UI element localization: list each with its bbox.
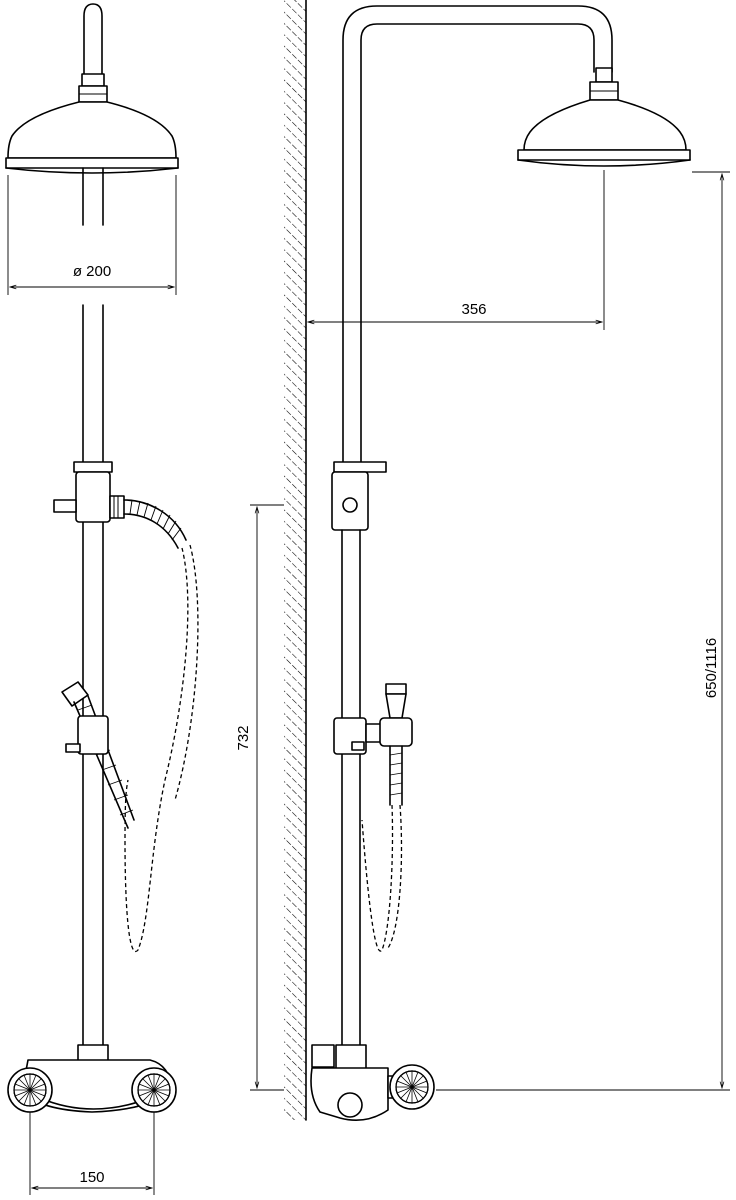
- wall-section: [284, 0, 307, 1121]
- side-hand-shower: [379, 683, 413, 806]
- side-riser-arch: [342, 5, 613, 463]
- side-knob: [389, 1064, 435, 1110]
- front-head-connector: [81, 73, 105, 87]
- dimension-head-diameter: ø 200: [73, 263, 111, 280]
- dimension-wall-spacing: 150: [79, 1169, 104, 1186]
- front-diverter-body: [75, 471, 111, 523]
- front-right-knob: [131, 1067, 177, 1113]
- front-shower-head: [7, 101, 177, 159]
- dimension-slide-rail: 732: [235, 725, 252, 750]
- dimension-height: 650/1116: [703, 638, 720, 698]
- front-left-knob: [7, 1067, 53, 1113]
- front-top-pipe: [83, 3, 103, 76]
- dimension-arm-reach: 356: [461, 301, 486, 318]
- side-shower-head: [523, 99, 687, 151]
- front-slide-holder: [77, 715, 109, 755]
- front-hand-shower: [61, 681, 135, 829]
- side-view: 356 732 650/1116: [235, 5, 730, 1121]
- front-view: ø 200 150: [5, 3, 199, 1195]
